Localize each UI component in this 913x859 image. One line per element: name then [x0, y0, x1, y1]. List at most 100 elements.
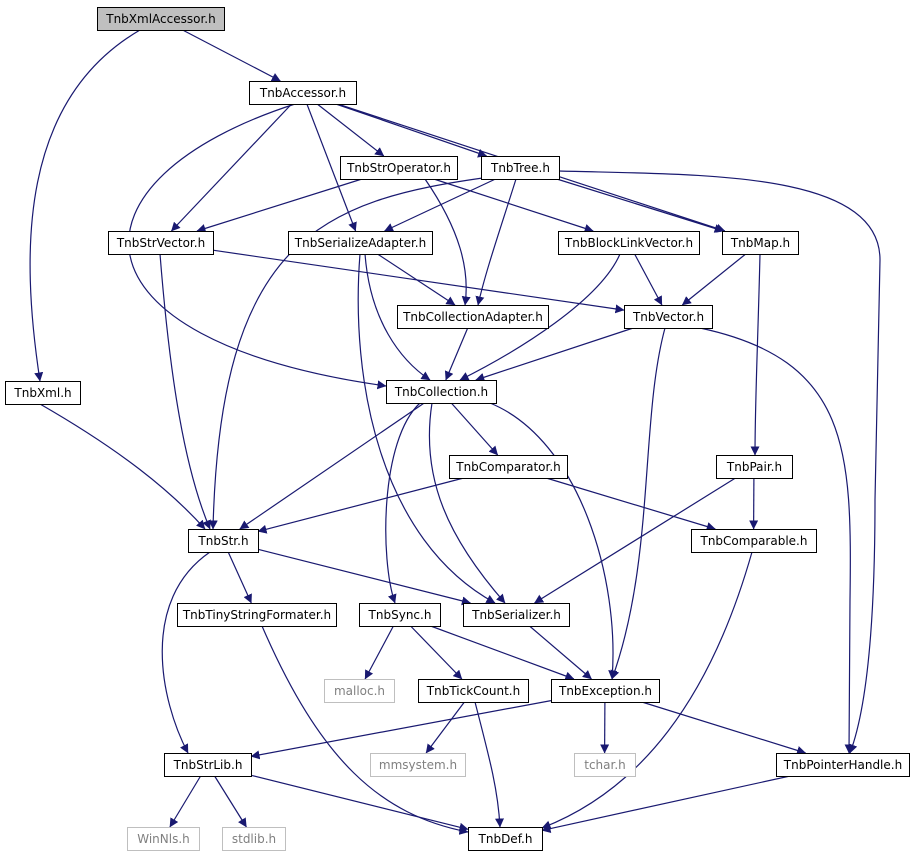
edge-pair-to-serializer: [534, 477, 736, 604]
edge-xmlaccessor-to-accessor: [182, 29, 281, 82]
node-label: TnbTree.h: [490, 161, 550, 175]
edge-line: [128, 103, 387, 390]
edge-serializeadapter-to-serializer: [357, 253, 496, 604]
node-label: TnbBlockLinkVector.h: [564, 236, 693, 250]
node-sync[interactable]: TnbSync.h: [359, 603, 441, 627]
node-stroperator[interactable]: TnbStrOperator.h: [340, 156, 458, 180]
node-box: [359, 603, 441, 627]
node-blocklinkvector[interactable]: TnbBlockLinkVector.h: [558, 231, 700, 255]
node-label: TnbXmlAccessor.h: [105, 12, 215, 26]
node-tchar: tchar.h: [574, 753, 636, 777]
edge-strlib-to-stdlib: [214, 775, 247, 828]
edge-str-to-tinystringformater: [227, 551, 252, 604]
node-collection[interactable]: TnbCollection.h: [386, 380, 497, 404]
node-vector[interactable]: TnbVector.h: [624, 305, 713, 329]
node-exception[interactable]: TnbException.h: [551, 679, 660, 703]
node-label: TnbSerializer.h: [471, 608, 561, 622]
node-serializer[interactable]: TnbSerializer.h: [463, 603, 570, 627]
node-label: TnbStr.h: [197, 534, 248, 548]
edge-strlib-to-winnls: [169, 775, 202, 828]
node-box: [449, 455, 568, 479]
edge-line: [257, 548, 471, 606]
edge-collection-to-exception: [489, 402, 618, 680]
node-str[interactable]: TnbStr.h: [188, 529, 259, 553]
edge-line: [424, 178, 471, 306]
node-box: [716, 455, 793, 479]
node-tickcount[interactable]: TnbTickCount.h: [418, 679, 529, 703]
node-pair[interactable]: TnbPair.h: [716, 455, 793, 479]
edge-vector-to-collection: [475, 327, 634, 382]
node-box: [324, 679, 395, 703]
edge-line: [474, 701, 505, 828]
edge-line: [534, 477, 736, 604]
node-tree[interactable]: TnbTree.h: [481, 156, 560, 180]
node-box: [97, 7, 225, 31]
node-label: TnbStrVector.h: [116, 236, 205, 250]
edge-sync-to-malloc: [364, 625, 394, 680]
edge-pointerhandle-to-def: [541, 775, 791, 833]
edge-line: [306, 103, 357, 232]
node-box: [776, 753, 910, 777]
node-box: [5, 381, 81, 405]
edge-stroperator-to-blocklinkvector: [433, 178, 594, 233]
edge-collection-to-comparator: [450, 402, 499, 456]
node-label: TnbComparable.h: [700, 534, 808, 548]
edge-line: [227, 551, 252, 604]
node-tinystringformater[interactable]: TnbTinyStringFormater.h: [177, 603, 337, 627]
node-comparator[interactable]: TnbComparator.h: [449, 455, 568, 479]
edge-stroperator-to-collectionadapter: [424, 178, 471, 306]
node-def[interactable]: TnbDef.h: [468, 827, 543, 851]
edge-xmlaccessor-to-xml: [29, 29, 141, 382]
node-label: malloc.h: [334, 684, 385, 698]
edge-tree-to-serializeadapter: [384, 178, 496, 232]
edge-line: [425, 701, 465, 754]
edge-line: [384, 178, 496, 232]
node-label: TnbSync.h: [368, 608, 432, 622]
node-box: [249, 81, 357, 105]
node-collectionadapter[interactable]: TnbCollectionAdapter.h: [397, 305, 549, 329]
node-label: TnbSerializeAdapter.h: [294, 236, 426, 250]
node-xml[interactable]: TnbXml.h: [5, 381, 81, 405]
node-xmlaccessor[interactable]: TnbXmlAccessor.h: [97, 7, 225, 31]
node-label: mmsystem.h: [379, 758, 457, 772]
node-box: [288, 231, 433, 255]
edge-blocklinkvector-to-collection: [459, 253, 621, 381]
node-box: [127, 827, 200, 851]
node-label: stdlib.h: [232, 832, 276, 846]
edge-line: [159, 253, 211, 530]
edge-line: [428, 402, 506, 604]
edge-comparator-to-comparable: [546, 477, 716, 531]
node-strvector[interactable]: TnbStrVector.h: [108, 231, 214, 255]
edge-layer: [29, 29, 881, 835]
edge-tinystringformater-to-def: [261, 625, 469, 835]
node-label: TnbXml.h: [13, 386, 71, 400]
node-layer: TnbXmlAccessor.hTnbAccessor.hTnbXml.hTnb…: [5, 7, 910, 851]
node-serializeadapter[interactable]: TnbSerializeAdapter.h: [288, 231, 433, 255]
node-box: [624, 305, 713, 329]
node-strlib[interactable]: TnbStrLib.h: [164, 753, 252, 777]
edge-line: [444, 327, 469, 381]
edge-tickcount-to-mmsystem: [425, 701, 465, 754]
edge-serializer-to-exception: [529, 625, 592, 680]
edge-tree-to-str: [208, 176, 491, 530]
edge-strlib-to-def: [250, 774, 469, 832]
edge-accessor-to-serializeadapter: [306, 103, 357, 232]
edge-line: [239, 402, 425, 530]
node-box: [177, 603, 337, 627]
edge-line: [364, 625, 394, 680]
node-map[interactable]: TnbMap.h: [722, 231, 799, 255]
node-box: [558, 231, 700, 255]
edge-collection-to-str: [239, 402, 425, 530]
edge-accessor-to-strvector: [170, 103, 293, 232]
node-label: TnbComparator.h: [455, 460, 561, 474]
node-mmsystem: mmsystem.h: [370, 753, 466, 777]
node-pointerhandle[interactable]: TnbPointerHandle.h: [776, 753, 910, 777]
edge-comparator-to-str: [257, 477, 464, 534]
edge-line: [182, 29, 281, 82]
node-label: TnbDef.h: [478, 832, 533, 846]
node-accessor[interactable]: TnbAccessor.h: [249, 81, 357, 105]
edge-line: [634, 253, 663, 306]
node-comparable[interactable]: TnbComparable.h: [691, 529, 817, 553]
edge-strvector-to-str: [159, 253, 211, 530]
